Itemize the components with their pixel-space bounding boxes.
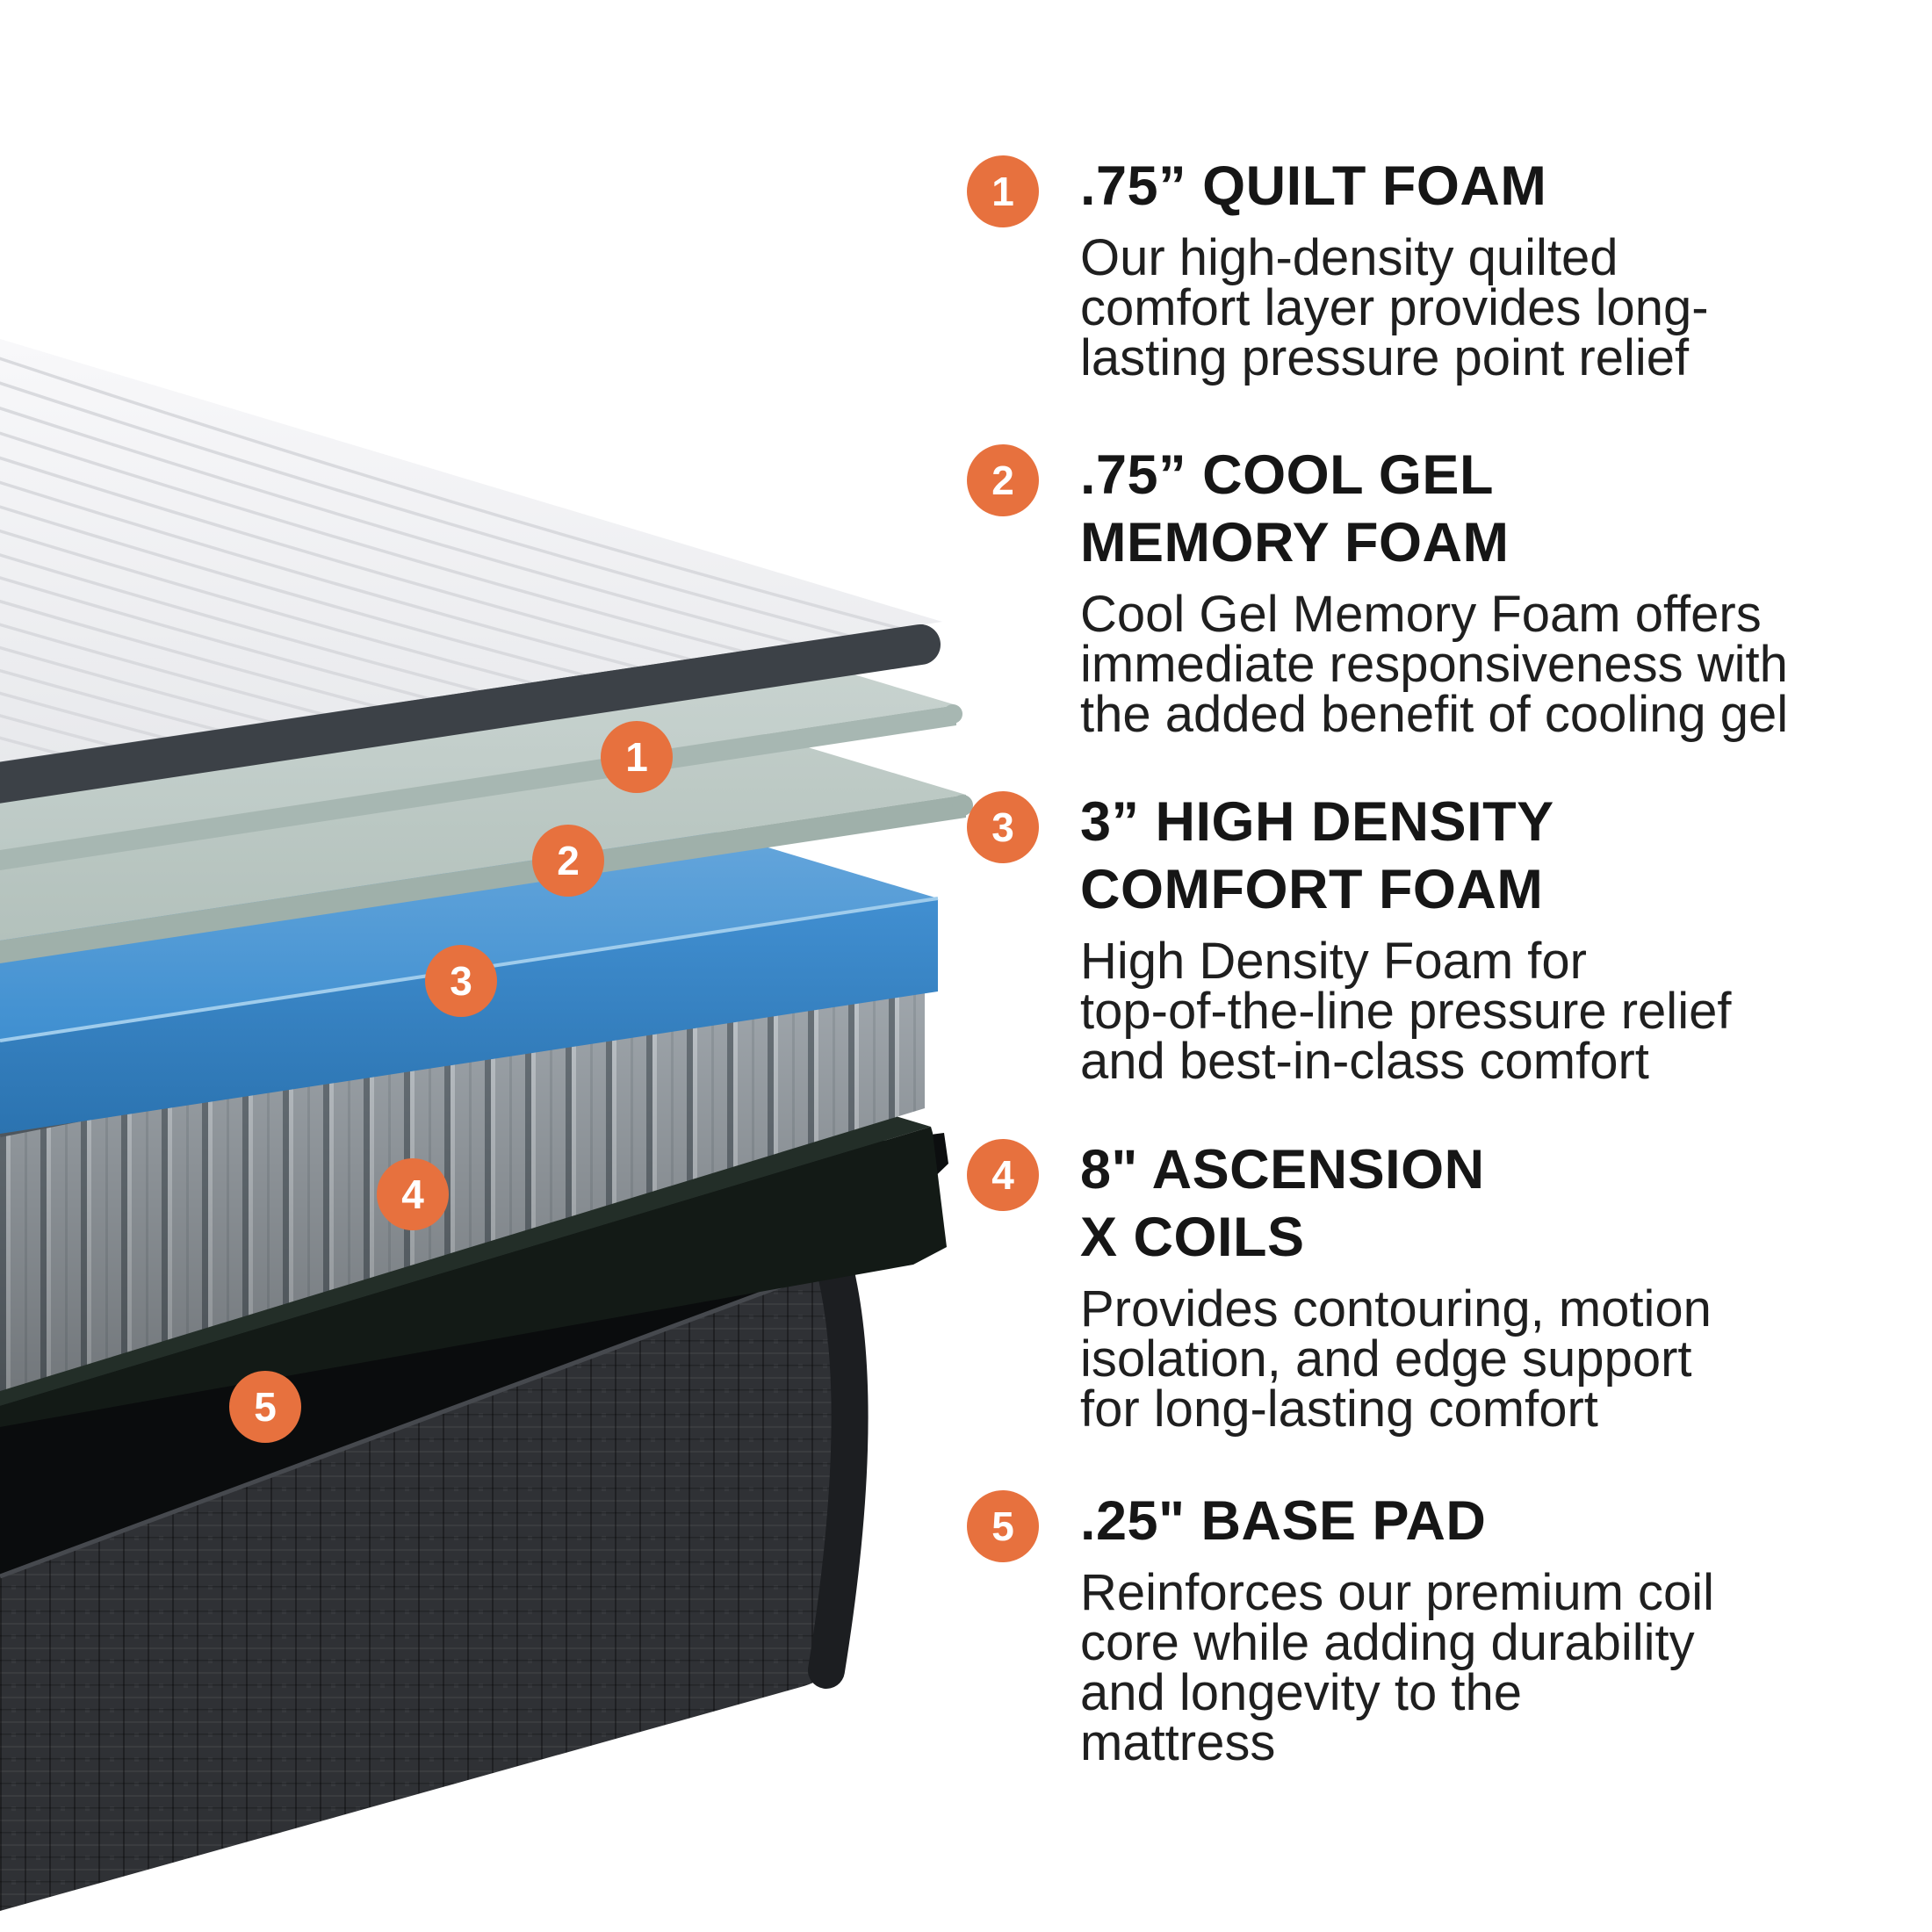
item-description: Cool Gel Memory Foam offers immediate re… bbox=[1080, 586, 1789, 743]
item-description: Provides contouring, motion isolation, a… bbox=[1080, 1280, 1712, 1438]
illustration-marker-2: 2 bbox=[532, 825, 604, 897]
quilted-cover-layer bbox=[0, 339, 942, 804]
item-heading: 8" ASCENSION X COILS bbox=[1080, 1139, 1485, 1268]
item-description: Reinforces our premium coil core while a… bbox=[1080, 1564, 1715, 1771]
illustration-marker-3: 3 bbox=[425, 945, 497, 1017]
item-heading: .75” COOL GEL MEMORY FOAM bbox=[1080, 444, 1510, 573]
list-item-high-density-comfort-foam: 3” HIGH DENSITY COMFORT FOAM High Densit… bbox=[1080, 789, 1897, 1090]
item-heading: .75” QUILT FOAM bbox=[1080, 155, 1547, 217]
mattress-layers-illustration bbox=[0, 339, 973, 1911]
list-number-badge-2: 2 bbox=[967, 444, 1039, 516]
item-description: High Density Foam for top-of-the-line pr… bbox=[1080, 933, 1732, 1090]
list-number-badge-5: 5 bbox=[967, 1490, 1039, 1562]
illustration-marker-5: 5 bbox=[229, 1371, 301, 1443]
illustration-marker-4: 4 bbox=[377, 1158, 449, 1230]
list-item-base-pad: .25" BASE PAD Reinforces our premium coi… bbox=[1080, 1488, 1897, 1771]
list-number-badge-1: 1 bbox=[967, 155, 1039, 227]
item-description: Our high-density quilted comfort layer p… bbox=[1080, 229, 1709, 386]
illustration-marker-1: 1 bbox=[601, 721, 673, 793]
list-number-badge-4: 4 bbox=[967, 1139, 1039, 1211]
item-heading: .25" BASE PAD bbox=[1080, 1490, 1487, 1552]
list-item-quilt-foam: .75” QUILT FOAM Our high-density quilted… bbox=[1080, 153, 1897, 386]
list-number-badge-3: 3 bbox=[967, 791, 1039, 863]
list-item-cool-gel-memory-foam: .75” COOL GEL MEMORY FOAM Cool Gel Memor… bbox=[1080, 442, 1897, 743]
list-item-ascension-x-coils: 8" ASCENSION X COILS Provides contouring… bbox=[1080, 1136, 1897, 1438]
item-heading: 3” HIGH DENSITY COMFORT FOAM bbox=[1080, 791, 1554, 920]
